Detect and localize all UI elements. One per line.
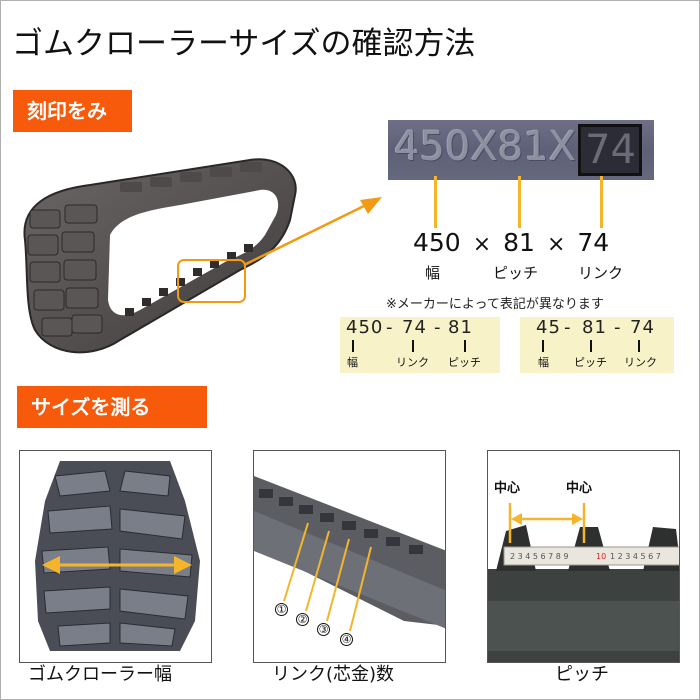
link-marker-2: ②: [296, 613, 309, 626]
leader-line-links: [600, 176, 603, 228]
format-1-width: 450: [346, 317, 384, 338]
pointer-arrow-icon: [243, 197, 382, 267]
leader-line-width: [434, 176, 437, 228]
pitch-center-label-right: 中心: [566, 481, 593, 496]
svg-text:1 2 3 4 5 6 7: 1 2 3 4 5 6 7: [610, 552, 661, 561]
crawler-track-image: [23, 158, 297, 354]
size-reading: 450×81×74: [413, 228, 610, 257]
format-example-1: 450 - 74 - 81 幅 リンク ピッチ: [340, 317, 500, 373]
size-label-width: 幅: [425, 264, 441, 282]
engraved-stamp-photo: 450X81X 74: [388, 120, 654, 180]
link-marker-4: ④: [340, 633, 353, 646]
format-example-2: 45 - 81 - 74 幅 ピッチ リンク: [520, 317, 674, 373]
pitch-center-label-left: 中心: [494, 481, 521, 496]
size-width-value: 450: [413, 228, 461, 257]
link-count-photo: ① ② ③ ④: [253, 450, 446, 663]
caption-track-width: ゴムクローラー幅: [28, 664, 172, 685]
highlight-box: [177, 259, 246, 303]
caption-pitch: ピッチ: [555, 664, 609, 685]
size-links-value: 74: [577, 228, 610, 257]
section-badge-stamp: 刻印をみる: [13, 90, 132, 165]
section-badge-measure: サイズを測る: [17, 386, 207, 428]
manufacturer-note: ※メーカーによって表記が異なります: [386, 297, 604, 312]
format-2-links: 74: [630, 317, 655, 338]
format-2-pitch: 81: [582, 317, 607, 338]
page-title: ゴムクローラーサイズの確認方法: [12, 26, 476, 62]
leader-line-pitch: [518, 176, 521, 228]
engraved-link-mark: 74: [578, 124, 642, 176]
format-1-links: 74: [402, 317, 427, 338]
caption-link-count: リンク(芯金)数: [272, 664, 395, 685]
link-marker-3: ③: [317, 623, 330, 636]
format-2-width: 45: [536, 317, 561, 338]
svg-text:10: 10: [596, 552, 606, 561]
engraved-size-text: 450X81X: [394, 124, 577, 170]
svg-text:2 3 4 5 6 7 8 9: 2 3 4 5 6 7 8 9: [510, 552, 569, 561]
size-pitch-value: 81: [503, 228, 535, 257]
link-marker-1: ①: [275, 603, 288, 616]
track-width-photo: [19, 450, 212, 663]
size-label-pitch: ピッチ: [493, 264, 539, 282]
pitch-photo: 2 3 4 5 6 7 8 9 10 1 2 3 4 5 6 7 中心 中心: [487, 450, 680, 663]
size-label-links: リンク: [578, 264, 624, 282]
format-1-pitch: 81: [448, 317, 473, 338]
